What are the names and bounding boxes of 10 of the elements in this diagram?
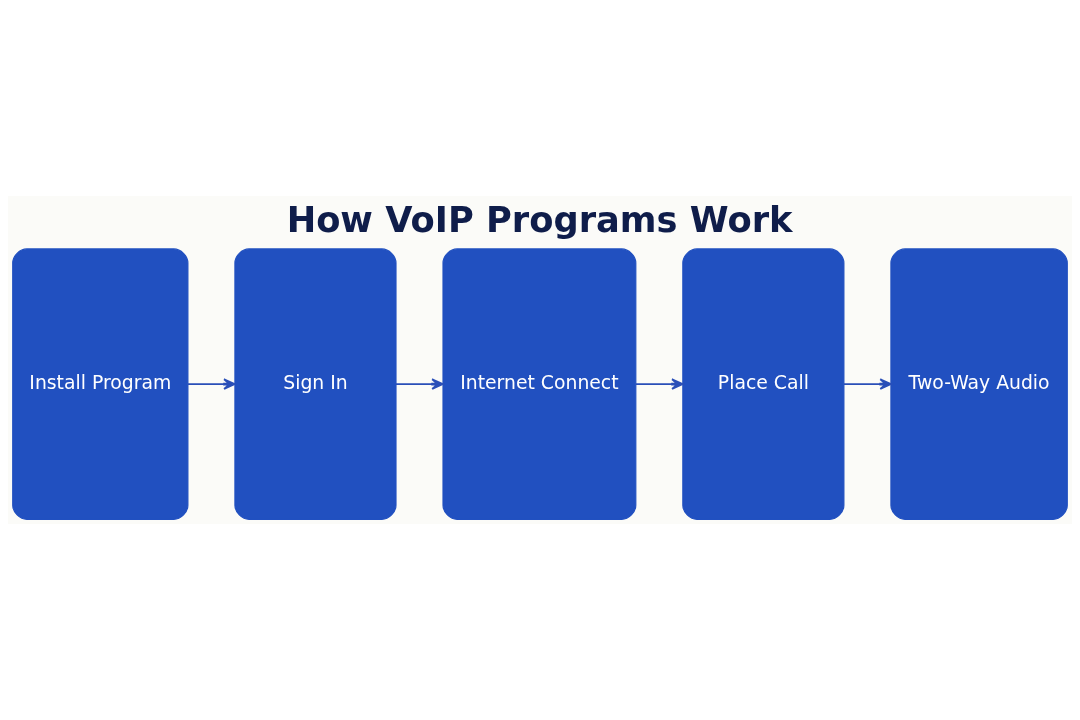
arrow (843, 378, 892, 390)
arrow (187, 378, 236, 390)
node-box: Sign In (234, 248, 397, 520)
arrow (395, 378, 444, 390)
node-box: Two-Way Audio (890, 248, 1068, 520)
node-box: Install Program (12, 248, 189, 520)
node-box: Place Call (682, 248, 845, 520)
arrow (634, 378, 684, 390)
diagram-title: How VoIP Programs Work (286, 199, 793, 241)
node-box: Internet Connect (442, 248, 637, 520)
